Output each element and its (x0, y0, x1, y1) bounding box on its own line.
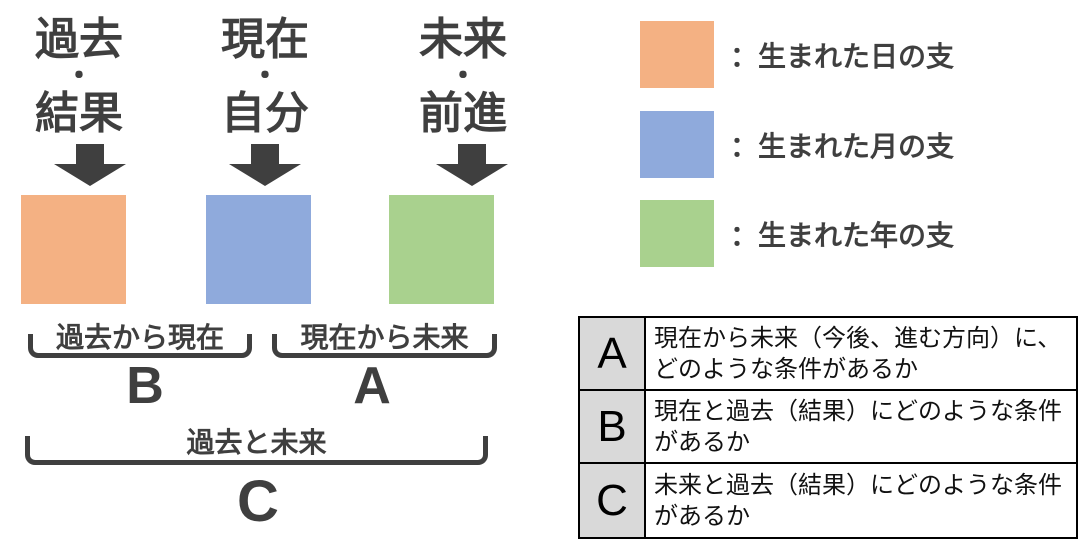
row-c-desc-cell: 未来と過去（結果）にどのような条件があるか (644, 462, 1078, 539)
header-past-dot: ・ (64, 60, 94, 93)
legend-item-month: ：生まれた月の支 (640, 111, 954, 178)
header-present-bottom: 自分 (221, 89, 309, 138)
header-future-dot: ・ (448, 60, 478, 93)
row-b-desc-cell: 現在と過去（結果）にどのような条件があるか (644, 389, 1078, 464)
letter-b: B (126, 357, 164, 415)
legend-label-month: ：生まれた月の支 (730, 130, 955, 162)
bracket-b-label: 過去から現在 (55, 322, 224, 353)
column-header-past: 過去 ・ 結果 (9, 16, 149, 138)
row-c-key-cell: C (578, 462, 646, 539)
month-branch-square (206, 195, 311, 304)
down-arrow-icon (229, 144, 301, 186)
legend-swatch-day (640, 21, 714, 88)
bracket-c-label: 過去と未来 (186, 427, 327, 458)
year-branch-square (389, 195, 494, 304)
day-branch-square (21, 195, 126, 304)
header-past-top: 過去 (35, 15, 123, 64)
letter-a: A (353, 357, 391, 415)
row-b-key-cell: B (578, 389, 646, 464)
legend-item-year: ：生まれた年の支 (640, 200, 954, 267)
letter-c: C (237, 469, 279, 534)
header-future-bottom: 前進 (419, 89, 507, 138)
down-arrow-icon (436, 144, 508, 186)
row-a-key-cell: A (578, 316, 646, 391)
header-past-bottom: 結果 (35, 89, 123, 138)
column-header-present: 現在 ・ 自分 (195, 16, 335, 138)
legend-swatch-year (640, 200, 714, 267)
header-present-dot: ・ (250, 60, 280, 93)
legend-swatch-month (640, 111, 714, 178)
bracket-c (25, 436, 488, 465)
down-arrow-icon (54, 144, 126, 186)
legend-label-day: ：生まれた日の支 (730, 40, 955, 72)
row-a-desc-cell: 現在から未来（今後、進む方向）に、どのような条件があるか (644, 316, 1078, 391)
legend-item-day: ：生まれた日の支 (640, 21, 954, 88)
header-present-top: 現在 (221, 15, 309, 64)
definitions-table: A 現在から未来（今後、進む方向）に、どのような条件があるか B 現在と過去（結… (578, 316, 1078, 539)
column-header-future: 未来 ・ 前進 (393, 16, 533, 138)
header-future-top: 未来 (419, 15, 507, 64)
table-row-c: C 未来と過去（結果）にどのような条件があるか (578, 462, 1078, 539)
bracket-a-label: 現在から未来 (300, 322, 469, 353)
bracket-b (28, 334, 252, 358)
table-row-a: A 現在から未来（今後、進む方向）に、どのような条件があるか (578, 316, 1078, 391)
legend-label-year: ：生まれた年の支 (730, 219, 955, 251)
table-row-b: B 現在と過去（結果）にどのような条件があるか (578, 389, 1078, 464)
bracket-a (272, 334, 497, 358)
